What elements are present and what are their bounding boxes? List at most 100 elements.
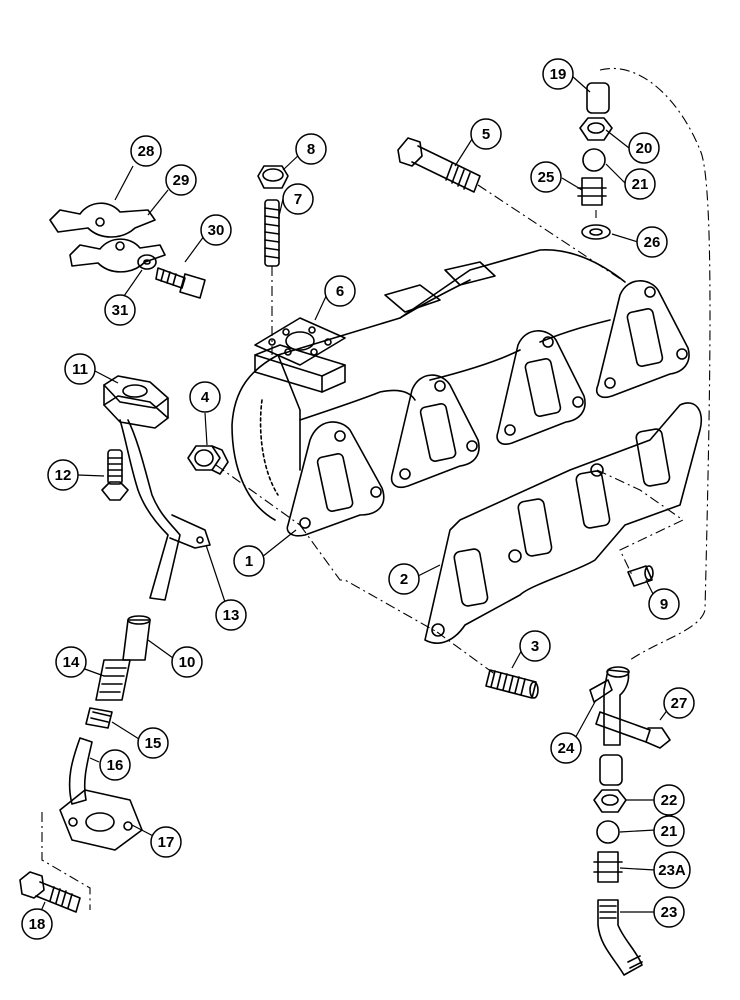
svg-text:31: 31 bbox=[112, 302, 129, 319]
callout-16: 16 bbox=[99, 749, 131, 781]
callout-22: 22 bbox=[653, 784, 685, 816]
manifold-flange-4 bbox=[596, 280, 690, 399]
nut-part-8 bbox=[257, 165, 289, 189]
callout-15: 15 bbox=[137, 727, 169, 759]
elbow-part-23 bbox=[597, 899, 643, 976]
svg-text:20: 20 bbox=[636, 140, 653, 157]
stud-part-7 bbox=[264, 199, 280, 267]
svg-text:10: 10 bbox=[179, 654, 196, 671]
callout-4: 4 bbox=[189, 381, 221, 413]
svg-text:24: 24 bbox=[558, 740, 575, 757]
assembly-lines bbox=[41, 68, 711, 910]
manifold-gasket bbox=[424, 402, 702, 644]
callout-12: 12 bbox=[47, 459, 79, 491]
callout-29: 29 bbox=[165, 164, 197, 196]
hose-part-lower bbox=[599, 754, 623, 786]
clip-part-15 bbox=[85, 707, 113, 729]
callout-24: 24 bbox=[550, 732, 582, 764]
bolt-part-27 bbox=[595, 711, 671, 749]
svg-text:21: 21 bbox=[632, 176, 649, 193]
svg-text:28: 28 bbox=[138, 143, 155, 160]
callout-27: 27 bbox=[663, 687, 695, 719]
svg-text:17: 17 bbox=[158, 834, 175, 851]
svg-text:7: 7 bbox=[294, 191, 302, 208]
svg-text:11: 11 bbox=[72, 361, 88, 378]
svg-text:25: 25 bbox=[538, 169, 555, 186]
svg-text:2: 2 bbox=[400, 571, 408, 588]
svg-text:27: 27 bbox=[671, 695, 688, 712]
callout-28: 28 bbox=[130, 135, 162, 167]
svg-text:19: 19 bbox=[550, 66, 567, 83]
callouts: 1 2 3 4 5 6 7 8 9 10 11 12 13 14 15 16 1… bbox=[21, 58, 695, 940]
callout-6: 6 bbox=[324, 275, 356, 307]
callout-31: 31 bbox=[104, 294, 136, 326]
callout-leaders bbox=[37, 75, 672, 919]
callout-1: 1 bbox=[233, 545, 265, 577]
manifold-flange-2 bbox=[390, 374, 480, 489]
pipe-fitting-part-24 bbox=[589, 666, 630, 746]
svg-text:21: 21 bbox=[661, 823, 678, 840]
oil-pipe-part-11 bbox=[103, 375, 211, 601]
callout-21b: 21 bbox=[653, 815, 685, 847]
exhaust-manifold bbox=[231, 249, 690, 537]
bolt-part-30 bbox=[155, 267, 206, 299]
svg-text:15: 15 bbox=[145, 735, 162, 752]
manifold-flange-1 bbox=[286, 421, 385, 537]
svg-text:1: 1 bbox=[245, 553, 253, 570]
callout-14: 14 bbox=[55, 646, 87, 678]
callout-10: 10 bbox=[171, 646, 203, 678]
callout-7: 7 bbox=[282, 183, 314, 215]
svg-text:23A: 23A bbox=[658, 862, 686, 879]
nut-part-20 bbox=[579, 117, 613, 141]
hose-part-10 bbox=[122, 615, 151, 661]
turbo-gasket-part-6 bbox=[254, 317, 346, 366]
flange-part-17 bbox=[59, 789, 143, 851]
callout-11: 11 bbox=[64, 353, 96, 385]
washer-part-31 bbox=[137, 254, 157, 270]
svg-text:8: 8 bbox=[307, 141, 315, 158]
svg-text:26: 26 bbox=[644, 234, 661, 251]
fitting-group-top bbox=[577, 82, 613, 240]
callout-3: 3 bbox=[519, 630, 551, 662]
filter-part-14 bbox=[95, 659, 131, 701]
svg-text:6: 6 bbox=[336, 283, 344, 300]
callout-5: 5 bbox=[470, 118, 502, 150]
callout-21a: 21 bbox=[624, 168, 656, 200]
callout-26: 26 bbox=[636, 226, 668, 258]
svg-text:14: 14 bbox=[63, 654, 80, 671]
svg-text:9: 9 bbox=[660, 596, 668, 613]
callout-13: 13 bbox=[215, 599, 247, 631]
svg-text:5: 5 bbox=[482, 126, 490, 143]
svg-text:3: 3 bbox=[531, 638, 539, 655]
svg-text:13: 13 bbox=[223, 607, 240, 624]
svg-text:16: 16 bbox=[107, 757, 124, 774]
svg-text:4: 4 bbox=[201, 389, 210, 406]
callout-18: 18 bbox=[21, 908, 53, 940]
clamp-part-28-29 bbox=[49, 202, 166, 273]
union-part-23a bbox=[593, 851, 623, 883]
pipe-bracket-part-13 bbox=[169, 514, 211, 549]
return-pipe-part-16 bbox=[68, 737, 93, 805]
olive-part-21 bbox=[582, 148, 606, 172]
callout-23a: 23A bbox=[653, 851, 691, 889]
svg-text:22: 22 bbox=[661, 792, 678, 809]
callout-30: 30 bbox=[200, 214, 232, 246]
spacer-part-9 bbox=[627, 565, 654, 587]
svg-text:29: 29 bbox=[173, 172, 190, 189]
svg-text:12: 12 bbox=[55, 467, 72, 484]
nut-part-22 bbox=[593, 789, 627, 813]
callout-19: 19 bbox=[542, 58, 574, 90]
washer-part-26 bbox=[581, 224, 611, 240]
stud-part-3 bbox=[485, 669, 539, 699]
union-part-25 bbox=[581, 177, 603, 206]
olive-part-21b bbox=[596, 820, 620, 844]
nut-part-4 bbox=[187, 445, 229, 475]
bolt-part-12 bbox=[101, 449, 129, 501]
callout-23: 23 bbox=[653, 896, 685, 928]
svg-text:30: 30 bbox=[208, 222, 225, 239]
hose-part-19 bbox=[586, 82, 610, 114]
bolt-part-5 bbox=[397, 137, 481, 193]
callout-8: 8 bbox=[295, 133, 327, 165]
svg-text:18: 18 bbox=[29, 916, 46, 933]
